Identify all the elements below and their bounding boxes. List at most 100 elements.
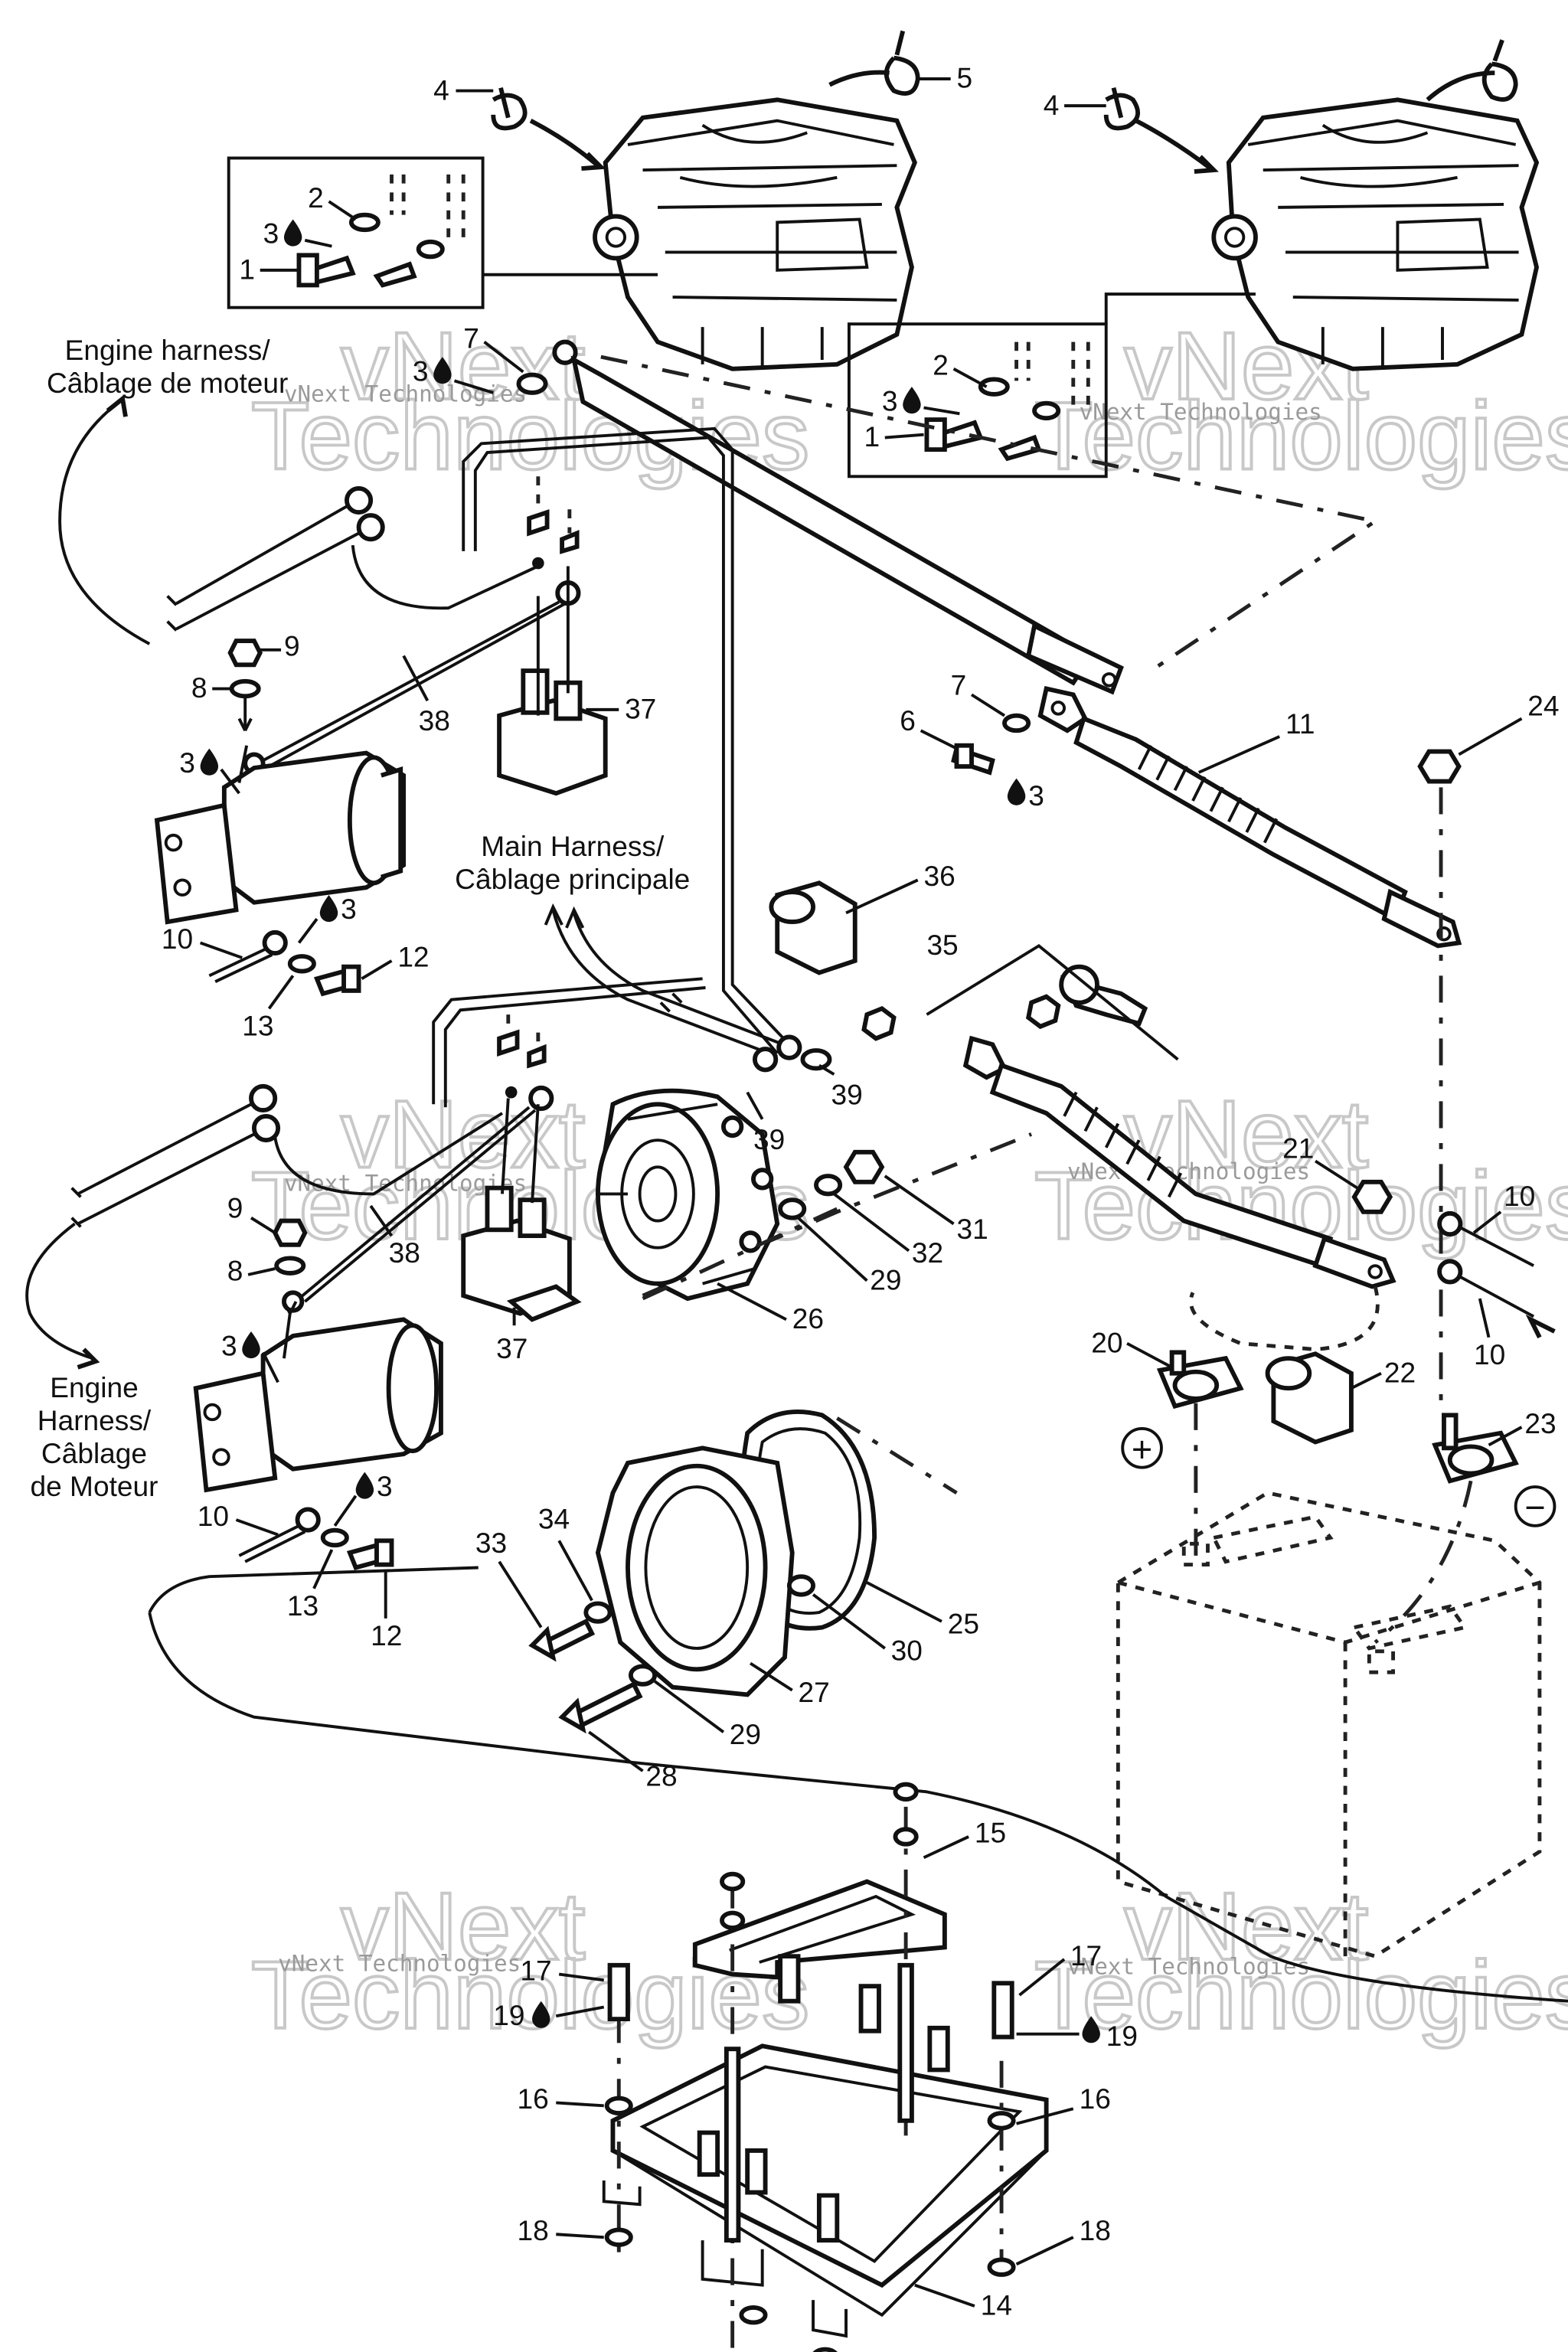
- callout-31: 31: [956, 1213, 988, 1245]
- label-main-harness-1: Main Harness/: [481, 830, 665, 862]
- callout-12: 12: [397, 941, 429, 973]
- label-engine-harness-bottom-1: Engine: [50, 1371, 138, 1403]
- watermark-line2: Technologies: [1034, 1942, 1568, 2049]
- callout-8: 8: [191, 671, 207, 704]
- callout-21: 21: [1282, 1132, 1314, 1165]
- starter-upper: [154, 639, 407, 925]
- callout-38-lower: 38: [389, 1236, 420, 1269]
- callout-3-starter-lower: 3: [221, 1329, 237, 1361]
- starter-upper-hardware: [208, 929, 361, 997]
- battery-clamp-23: [1374, 1413, 1519, 1645]
- callout-4: 4: [433, 74, 449, 106]
- dash-line-engine-right-to-cable: [600, 354, 1380, 673]
- polarity-minus: −: [1514, 1485, 1557, 1527]
- cable-tie-4-left: [491, 87, 528, 131]
- starter-lower-hardware: [238, 1507, 394, 1571]
- watermark-small: vNext Technologies: [284, 381, 527, 407]
- alternator-26: [595, 1088, 780, 1302]
- callout-16: 16: [518, 2082, 549, 2115]
- cable-ends-10-right: [1437, 1210, 1556, 1339]
- callout-16-right: 16: [1080, 2082, 1111, 2115]
- callout-1-right: 1: [864, 420, 880, 452]
- callout-3-cable: 3: [413, 354, 429, 387]
- label-engine-harness-bottom-3: Câblage: [41, 1437, 147, 1469]
- watermark-line2: Technologies: [1034, 384, 1568, 490]
- callout-9: 9: [284, 630, 300, 662]
- callout-37: 37: [625, 693, 656, 725]
- watermark-bottom-right: vNext Technologies vNext Technologies: [1033, 1872, 1568, 2050]
- callout-2: 2: [308, 181, 324, 214]
- battery-cable-11: [1037, 686, 1462, 949]
- label-main-harness-2: Câblage principale: [455, 863, 690, 895]
- cable-tie-4-right: [1103, 87, 1141, 131]
- engine-harness-wires-lower: [70, 977, 706, 1313]
- callout-14: 14: [981, 2289, 1012, 2321]
- arrow-engine-harness-lower: [25, 1222, 93, 1361]
- callout-10-right-bottom: 10: [1474, 1338, 1505, 1370]
- callout-3-lower-10: 3: [377, 1470, 393, 1502]
- callout-10-right-top: 10: [1504, 1180, 1535, 1212]
- callout-26: 26: [792, 1302, 824, 1334]
- callout-33: 33: [475, 1527, 507, 1559]
- battery-cable-upper: [516, 339, 1124, 695]
- solenoid-37-lower: [461, 1014, 582, 1322]
- inset-box-right: [847, 292, 1256, 479]
- label-engine-harness-top-2: Câblage de moteur: [47, 367, 288, 399]
- callout-10: 10: [162, 923, 193, 955]
- callout-19: 19: [493, 1999, 524, 2031]
- tray-hardware: [604, 1782, 1016, 2352]
- callout-7: 7: [463, 322, 479, 354]
- label-engine-harness-bottom-2: Harness/: [38, 1404, 152, 1436]
- callout-37-lower: 37: [496, 1332, 528, 1364]
- callout-39: 39: [831, 1078, 862, 1110]
- battery-clamp-20: [1156, 1350, 1244, 1568]
- callout-30: 30: [891, 1635, 923, 1667]
- callout-22: 22: [1384, 1356, 1416, 1388]
- callouts: 4 5 2 3 1 4 2 3 1 7 3 9 8 3 38: [162, 62, 1560, 2321]
- callout-2-right: 2: [933, 349, 949, 381]
- arrow-to-engine-right: [1135, 119, 1213, 171]
- cover-27: [595, 1446, 795, 1697]
- arrow-to-engine-left-top: [828, 70, 890, 87]
- callout-9-lower: 9: [227, 1192, 243, 1224]
- callout-29-lower: 29: [730, 1718, 761, 1750]
- arrow-to-engine-left: [529, 119, 599, 168]
- callout-34: 34: [538, 1503, 570, 1535]
- watermark-small: vNext Technologies: [278, 1951, 521, 1977]
- callout-3-starter-upper: 3: [179, 746, 195, 779]
- solenoid-37-upper: [497, 476, 608, 796]
- watermark-line1: vNext: [1124, 1873, 1368, 1980]
- callout-3-cable11: 3: [1028, 779, 1044, 812]
- callout-17-right: 17: [1070, 1939, 1102, 1971]
- callout-23: 23: [1524, 1407, 1556, 1439]
- callout-3-upper-10: 3: [341, 893, 357, 925]
- battery-tray-14: [602, 2043, 1049, 2338]
- bracket-15: [692, 1879, 947, 1980]
- alternator-hardware: [778, 1149, 885, 1220]
- watermark-small: vNext Technologies: [1067, 1158, 1310, 1184]
- watermark-small: vNext Technologies: [1067, 1954, 1310, 1980]
- hull-outline: [148, 1566, 1568, 2003]
- engine-right: [1211, 97, 1540, 371]
- label-engine-harness-top-1: Engine harness/: [65, 334, 271, 366]
- callout-25: 25: [948, 1607, 979, 1639]
- callout-11: 11: [1285, 707, 1315, 740]
- callout-10-lower: 10: [198, 1500, 229, 1532]
- callout-24: 24: [1527, 690, 1559, 722]
- watermark-line1: vNext: [341, 1873, 585, 1980]
- watermark-line1: vNext: [341, 313, 585, 420]
- polarity-minus-text: −: [1524, 1488, 1545, 1527]
- cable-tie-5: [884, 30, 920, 96]
- callout-3: 3: [263, 217, 279, 250]
- callout-18-right: 18: [1080, 2214, 1111, 2246]
- callout-38: 38: [419, 704, 450, 737]
- cover-27-hardware: [528, 1207, 838, 1734]
- callout-1: 1: [239, 253, 255, 286]
- callout-19-right: 19: [1106, 2020, 1138, 2052]
- ring-terminal-35: [861, 943, 1179, 1061]
- callout-17: 17: [520, 1954, 551, 1986]
- nut-21: [1351, 1179, 1393, 1214]
- callout-13: 13: [242, 1009, 273, 1041]
- polarity-plus-text: +: [1132, 1429, 1152, 1469]
- polarity-plus: +: [1121, 1426, 1163, 1469]
